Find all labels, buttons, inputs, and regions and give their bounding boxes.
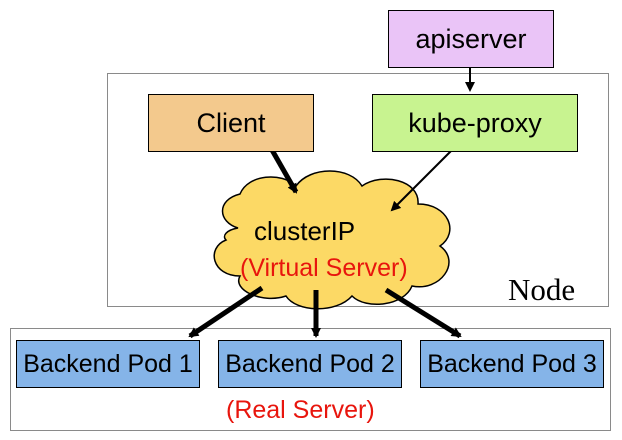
arrow-cluster-to-pod-1 <box>188 285 264 339</box>
backend-pod-2: Backend Pod 2 <box>218 340 402 388</box>
backend-pod-3: Backend Pod 3 <box>420 340 604 388</box>
backend-pod-1: Backend Pod 1 <box>16 340 200 388</box>
backend-pod-label: Backend Pod 3 <box>427 349 597 378</box>
node-label: Node <box>508 272 576 307</box>
arrow-client-to-cluster <box>269 148 299 194</box>
backend-frame <box>10 328 611 431</box>
backend-pod-label: Backend Pod 2 <box>225 349 395 378</box>
client-box: Client <box>148 94 314 152</box>
apiserver-box: apiserver <box>388 10 554 68</box>
cluster-ip-label: clusterIP <box>254 216 356 246</box>
backend-pod-label: Backend Pod 1 <box>23 349 193 378</box>
client-label: Client <box>196 107 266 138</box>
real-server-label: (Real Server) <box>226 396 375 424</box>
virtual-server-label: (Virtual Server) <box>240 254 408 282</box>
kube-proxy-label: kube-proxy <box>408 107 542 138</box>
apiserver-label: apiserver <box>415 23 527 54</box>
arrow-cluster-to-pod-3 <box>384 287 462 339</box>
node-frame <box>107 73 609 307</box>
arrow-kube-proxy-to-cluster <box>390 149 453 212</box>
kube-proxy-box: kube-proxy <box>372 94 578 152</box>
